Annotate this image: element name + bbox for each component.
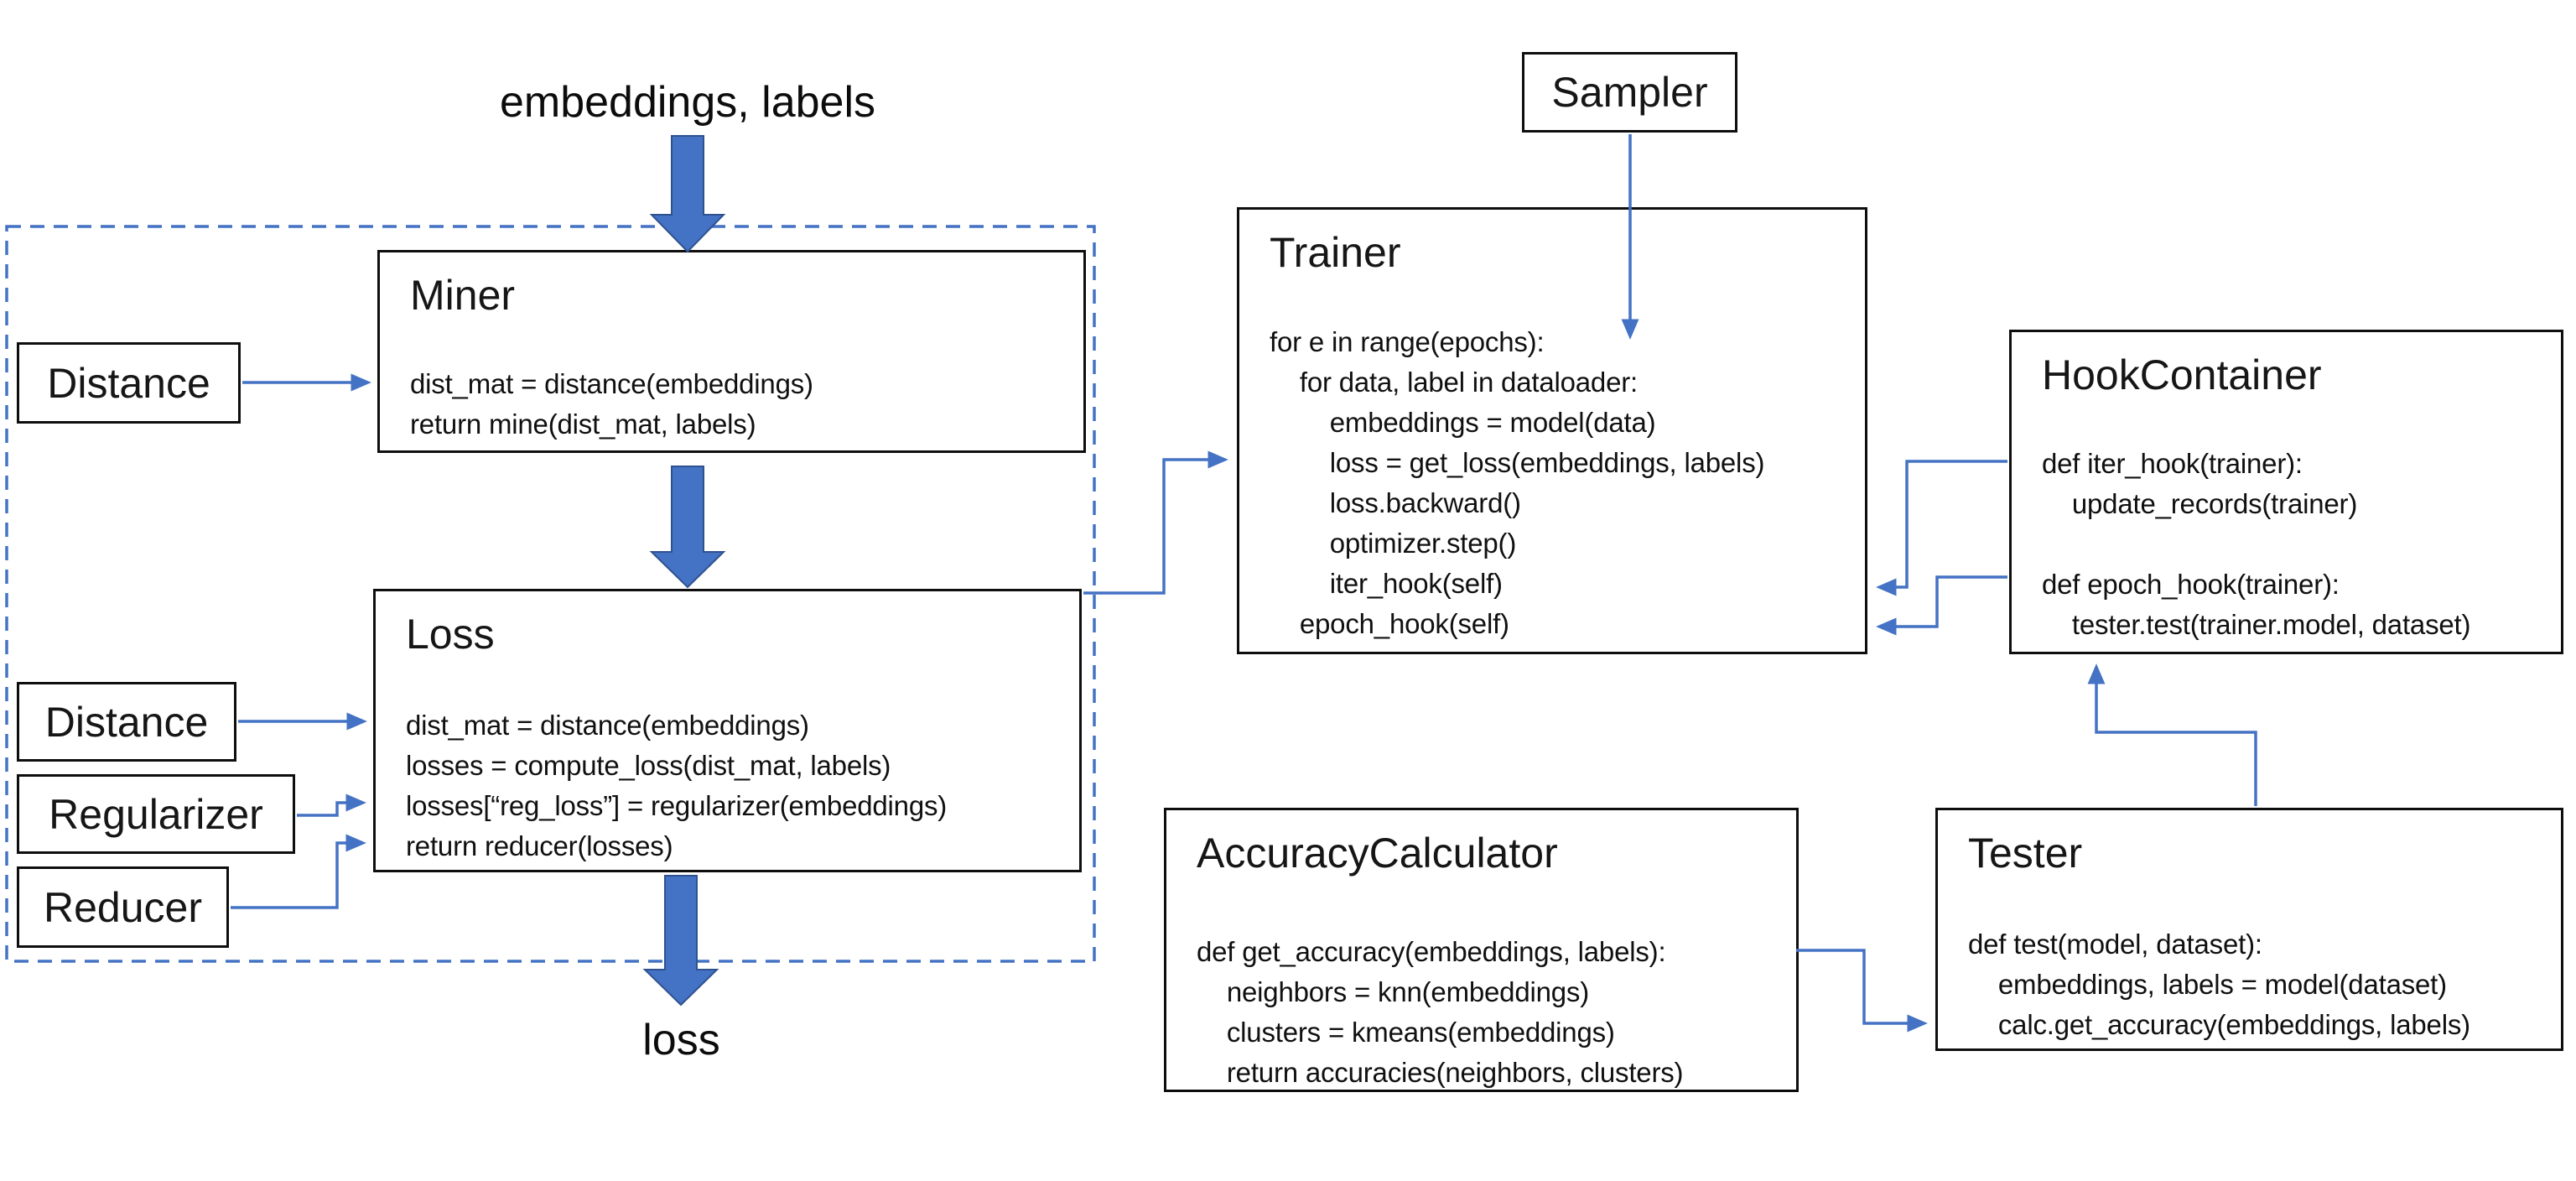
code-line: dist_mat = distance(embeddings) — [406, 710, 809, 741]
code-line: optimizer.step() — [1270, 528, 1517, 559]
code-line: neighbors = knn(embeddings) — [1197, 976, 1589, 1007]
distance-box-miner: Distance — [17, 342, 241, 424]
arrow-regularizer-to-loss — [297, 793, 366, 817]
input-flow-arrow — [649, 135, 726, 253]
code-line: tester.test(trainer.model, dataset) — [2042, 609, 2471, 640]
accuracy-calculator-title: AccuracyCalculator — [1197, 830, 1558, 877]
code-line: loss = get_loss(embeddings, labels) — [1270, 447, 1765, 478]
arrow-hook-iter-to-trainer — [1876, 460, 2007, 596]
distance-label: Distance — [44, 698, 209, 746]
code-line: def epoch_hook(trainer): — [2042, 569, 2340, 600]
code-line: embeddings = model(data) — [1270, 407, 1656, 438]
code-line: return reducer(losses) — [406, 830, 673, 861]
code-line: embeddings, labels = model(dataset) — [1968, 969, 2447, 1000]
distance-box-loss: Distance — [17, 682, 236, 762]
code-line: epoch_hook(self) — [1270, 608, 1509, 639]
arrow-hook-epoch-to-trainer — [1876, 575, 2007, 636]
loss-box: Loss dist_mat = distance(embeddings) los… — [373, 589, 1082, 872]
code-line: for e in range(epochs): — [1270, 326, 1545, 357]
code-line: losses[“reg_loss”] = regularizer(embeddi… — [406, 790, 948, 821]
hook-container-title: HookContainer — [2042, 351, 2322, 398]
hook-container-code: def iter_hook(trainer): update_records(t… — [2042, 444, 2470, 645]
code-line: return mine(dist_mat, labels) — [410, 408, 756, 440]
loss-title: Loss — [406, 611, 495, 658]
trainer-title: Trainer — [1270, 229, 1401, 276]
trainer-code: for e in range(epochs): for data, label … — [1270, 322, 1764, 644]
tester-title: Tester — [1968, 830, 2083, 877]
code-line: for data, label in dataloader: — [1270, 367, 1638, 398]
code-line: clusters = kmeans(embeddings) — [1197, 1017, 1615, 1048]
code-line: update_records(trainer) — [2042, 488, 2358, 519]
miner-title: Miner — [410, 272, 516, 319]
miner-box: Miner dist_mat = distance(embeddings) re… — [377, 250, 1086, 453]
code-line: def iter_hook(trainer): — [2042, 448, 2303, 479]
regularizer-label: Regularizer — [49, 790, 263, 838]
code-line: loss.backward() — [1270, 487, 1521, 518]
arrow-tester-to-hookcontainer — [2087, 663, 2257, 806]
code-line: losses = compute_loss(dist_mat, labels) — [406, 750, 891, 781]
trainer-box: Trainer for e in range(epochs): for data… — [1237, 207, 1867, 654]
distance-label: Distance — [47, 359, 210, 407]
code-line: iter_hook(self) — [1270, 568, 1503, 599]
tester-box: Tester def test(model, dataset): embeddi… — [1935, 808, 2563, 1051]
arrow-accuracy-to-tester — [1796, 949, 1928, 1033]
code-line: def get_accuracy(embeddings, labels): — [1197, 936, 1666, 967]
code-line — [2042, 524, 2470, 564]
code-line: calc.get_accuracy(embeddings, labels) — [1968, 1009, 2470, 1040]
miner-to-loss-arrow — [649, 466, 726, 589]
code-line: dist_mat = distance(embeddings) — [410, 368, 813, 399]
loss-output-arrow — [642, 875, 719, 1007]
sampler-box: Sampler — [1522, 52, 1737, 133]
hook-container-box: HookContainer def iter_hook(trainer): up… — [2009, 330, 2563, 654]
sampler-label: Sampler — [1551, 69, 1708, 116]
input-label: embeddings, labels — [499, 78, 876, 127]
reducer-box: Reducer — [17, 866, 229, 948]
miner-code: dist_mat = distance(embeddings) return m… — [410, 364, 813, 445]
accuracy-calculator-box: AccuracyCalculator def get_accuracy(embe… — [1164, 808, 1799, 1092]
accuracy-calculator-code: def get_accuracy(embeddings, labels): ne… — [1197, 932, 1684, 1093]
reducer-label: Reducer — [44, 883, 202, 931]
arrow-loss-to-trainer — [1083, 450, 1228, 595]
code-line: def test(model, dataset): — [1968, 929, 2262, 960]
loss-code: dist_mat = distance(embeddings) losses =… — [406, 705, 947, 866]
output-label: loss — [642, 1016, 720, 1064]
tester-code: def test(model, dataset): embeddings, la… — [1968, 924, 2470, 1045]
regularizer-box: Regularizer — [17, 774, 295, 854]
code-line: return accuracies(neighbors, clusters) — [1197, 1057, 1684, 1088]
